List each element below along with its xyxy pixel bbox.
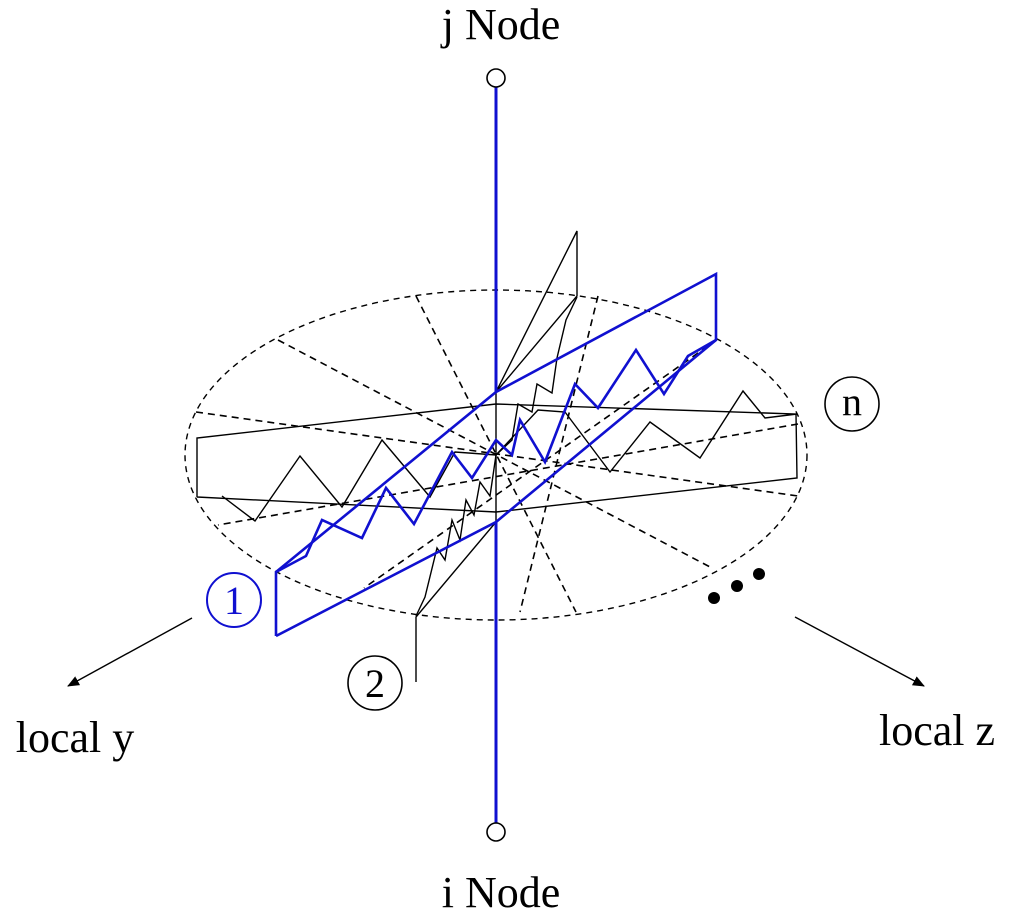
spring-1-badge: [206, 572, 262, 628]
spring-n: [196, 389, 798, 522]
local-y-arrow: [67, 617, 193, 687]
spring-n-number: n: [842, 379, 862, 424]
local-z-arrow: [794, 616, 925, 687]
spring-2-badge: [347, 655, 403, 711]
i-node-marker: [486, 822, 506, 842]
spring-1-number: 1: [224, 578, 244, 623]
j-node-label: j Node: [440, 0, 561, 49]
spring-2-number: 2: [365, 661, 385, 706]
local-y-label: local y: [16, 713, 135, 762]
more-springs-dots: [708, 568, 765, 604]
spring-n-badge: [824, 376, 880, 432]
i-node-label: i Node: [442, 868, 561, 915]
j-node-marker: [486, 68, 506, 88]
local-z-label: local z: [879, 706, 995, 755]
